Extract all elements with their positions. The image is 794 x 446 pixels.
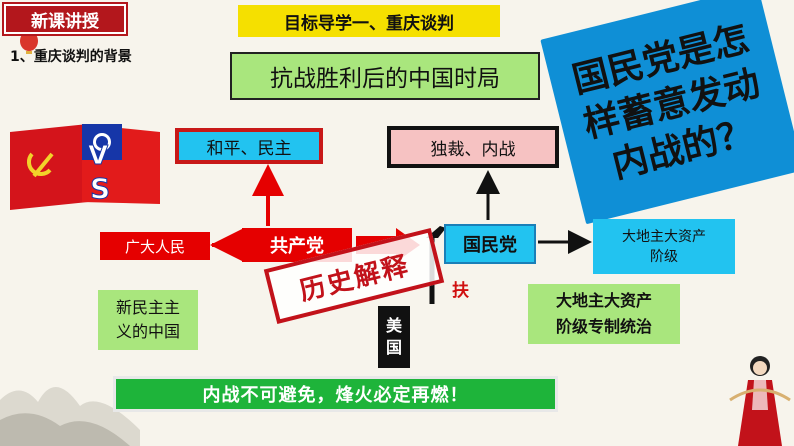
- dictatorial-rule-box: 大地主大资产 阶级专制统治: [528, 284, 680, 344]
- landlord-line1: 大地主大资产: [622, 228, 706, 245]
- mountain-decoration: [0, 386, 140, 446]
- landlord-line2: 阶级: [650, 248, 678, 265]
- page-title: 目标导学一、重庆谈判: [238, 5, 500, 37]
- usa-line1: 美: [385, 316, 402, 335]
- dictatorship-civil-war-box: 独裁、内战: [387, 126, 559, 168]
- usa-line2: 国: [385, 338, 402, 357]
- new-democracy-box: 新民主主 义的中国: [98, 290, 198, 350]
- new-democracy-line1: 新民主主: [115, 298, 180, 317]
- situation-heading: 抗战胜利后的中国时局: [230, 52, 540, 100]
- flag-v-text: V: [88, 141, 108, 171]
- section-label: 1、重庆谈判的背景: [10, 49, 132, 65]
- peace-democracy-box: 和平、民主: [175, 128, 323, 164]
- vs-flags-image: V S: [10, 124, 160, 210]
- kmt-box: 国民党: [444, 224, 536, 264]
- lesson-badge: 新课讲授: [2, 2, 128, 36]
- landlord-class-box: 大地主大资产 阶级: [593, 219, 735, 274]
- girl-figure-decoration: [729, 356, 791, 446]
- new-democracy-line2: 义的中国: [115, 322, 180, 341]
- usa-box: 美 国: [378, 306, 410, 368]
- people-box: 广大人民: [100, 232, 210, 260]
- conclusion-banner: 内战不可避免，烽火必定再燃！: [113, 376, 558, 412]
- dict-rule-line2: 阶级专制统治: [555, 317, 652, 336]
- support-label: 扶: [452, 281, 469, 301]
- dict-rule-line1: 大地主大资产: [555, 291, 652, 310]
- flag-s-text: S: [90, 172, 110, 205]
